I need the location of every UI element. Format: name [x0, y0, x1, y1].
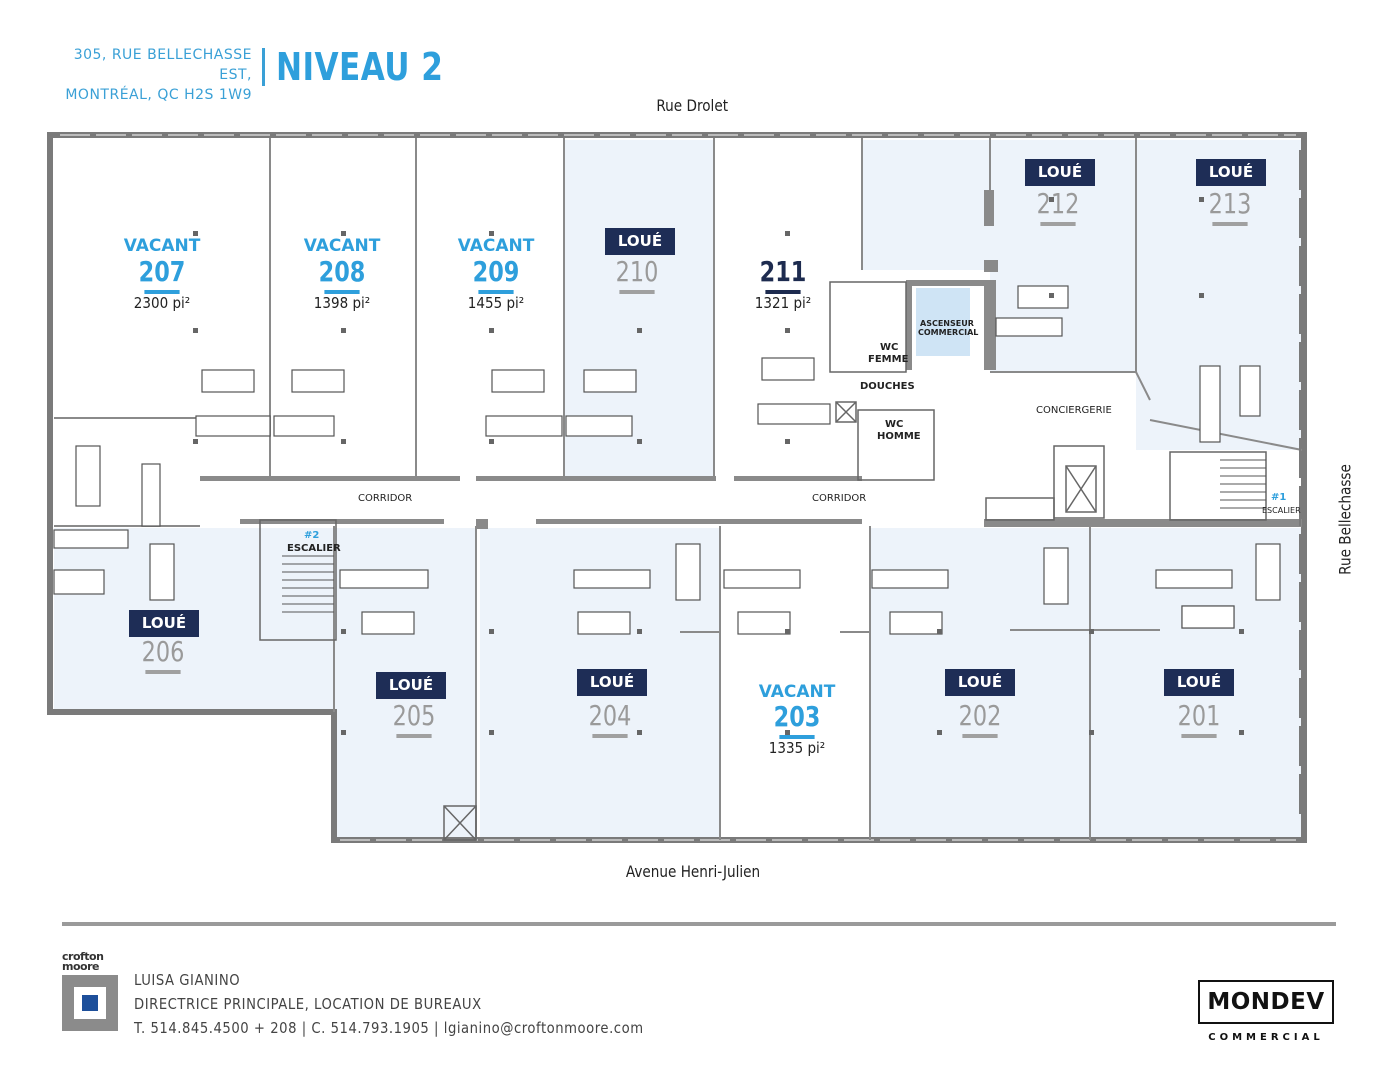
wc-homme-label-1: WC	[885, 419, 904, 430]
leased-fills	[54, 140, 1302, 838]
contact-title: DIRECTRICE PRINCIPALE, LOCATION DE BUREA…	[134, 995, 482, 1013]
building-address: 305, RUE BELLECHASSE EST, MONTRÉAL, QC H…	[40, 45, 252, 105]
unit-213-status: LOUÉ	[1196, 159, 1266, 186]
contact-name: LUISA GIANINO	[134, 971, 241, 989]
stair-1-number: #1	[1271, 492, 1287, 503]
mondev-logo: MONDEV	[1198, 980, 1334, 1024]
moore-word: moore	[62, 960, 99, 973]
unit-207-status: VACANT	[123, 236, 201, 256]
unit-202-status: LOUÉ	[945, 669, 1015, 696]
corridor-east-label: CORRIDOR	[812, 493, 867, 504]
stair-1-label: ESCALIER	[1262, 506, 1301, 515]
unit-209-status: VACANT	[457, 236, 535, 256]
core-lines	[259, 281, 1267, 841]
window-marks	[60, 134, 1296, 841]
header-divider	[262, 48, 265, 86]
unit-208-area: 1398 pi²	[313, 294, 371, 312]
unit-208-number[interactable]: 208	[310, 256, 374, 294]
unit-210-number[interactable]: 210	[605, 256, 669, 294]
unit-206-number[interactable]: 206	[131, 636, 195, 674]
crofton-word: crofton	[62, 950, 104, 963]
unit-201-number[interactable]: 201	[1167, 700, 1231, 738]
unit-204-number[interactable]: 204	[578, 700, 642, 738]
footer-divider	[62, 922, 1336, 926]
unit-210-status: LOUÉ	[605, 228, 675, 255]
wall-chunks	[200, 190, 1302, 529]
contact-phones-email[interactable]: T. 514.845.4500 + 208 | C. 514.793.1905 …	[134, 1019, 644, 1037]
outer-walls	[47, 132, 1307, 843]
unit-205-number[interactable]: 205	[382, 700, 446, 738]
stair-1-treads	[1220, 459, 1266, 509]
unit-204-status: LOUÉ	[577, 669, 647, 696]
unit-207-number[interactable]: 207	[130, 256, 194, 294]
unit-211-area: 1321 pi²	[754, 294, 812, 312]
mondev-commercial-label: COMMERCIAL	[1208, 1032, 1324, 1043]
douches-label: DOUCHES	[860, 381, 915, 392]
unit-201-status: LOUÉ	[1164, 669, 1234, 696]
wc-homme-label-2: HOMME	[877, 431, 921, 442]
crofton-moore-logo-icon	[62, 975, 118, 1031]
address-line-1: 305, RUE BELLECHASSE EST,	[73, 47, 252, 83]
unit-209-area: 1455 pi²	[467, 294, 525, 312]
unit-202-number[interactable]: 202	[948, 700, 1012, 738]
level-title: NIVEAU 2	[276, 45, 444, 89]
contact-block: LUISA GIANINO DIRECTRICE PRINCIPALE, LOC…	[134, 968, 644, 1040]
crofton-moore-wordmark: crofton moore	[62, 950, 104, 973]
corridor-west-label: CORRIDOR	[358, 493, 413, 504]
wc-femme-label-2: FEMME	[868, 354, 909, 365]
street-south: Avenue Henri-Julien	[625, 862, 761, 881]
unit-213-number[interactable]: 213	[1198, 188, 1262, 226]
stair-2-label: ESCALIER	[287, 543, 341, 554]
unit-205-status: LOUÉ	[376, 672, 446, 699]
unit-212-number[interactable]: 212	[1026, 188, 1090, 226]
unit-206-status: LOUÉ	[129, 610, 199, 637]
elevator-label-2: COMMERCIAL	[918, 328, 979, 337]
unit-212-status: LOUÉ	[1025, 159, 1095, 186]
unit-203-status: VACANT	[758, 682, 836, 702]
unit-203-area: 1335 pi²	[768, 739, 826, 757]
elevator-label-1: ASCENSEUR	[920, 319, 974, 328]
unit-207-area: 2300 pi²	[133, 294, 191, 312]
unit-203-number[interactable]: 203	[765, 701, 829, 739]
unit-209-number[interactable]: 209	[464, 256, 528, 294]
address-line-2: MONTRÉAL, QC H2S 1W9	[65, 87, 252, 103]
stair-2-treads	[282, 555, 334, 613]
stair-2-number: #2	[304, 530, 320, 541]
street-north: Rue Drolet	[656, 96, 729, 115]
unit-212-fill-a	[862, 140, 990, 270]
furniture	[53, 285, 1281, 635]
wc-femme-label-1: WC	[880, 342, 899, 353]
unit-211-number[interactable]: 211	[751, 256, 815, 294]
elevator-fill	[916, 288, 970, 356]
conciergerie-label: CONCIERGERIE	[1036, 405, 1112, 416]
unit-208-status: VACANT	[303, 236, 381, 256]
